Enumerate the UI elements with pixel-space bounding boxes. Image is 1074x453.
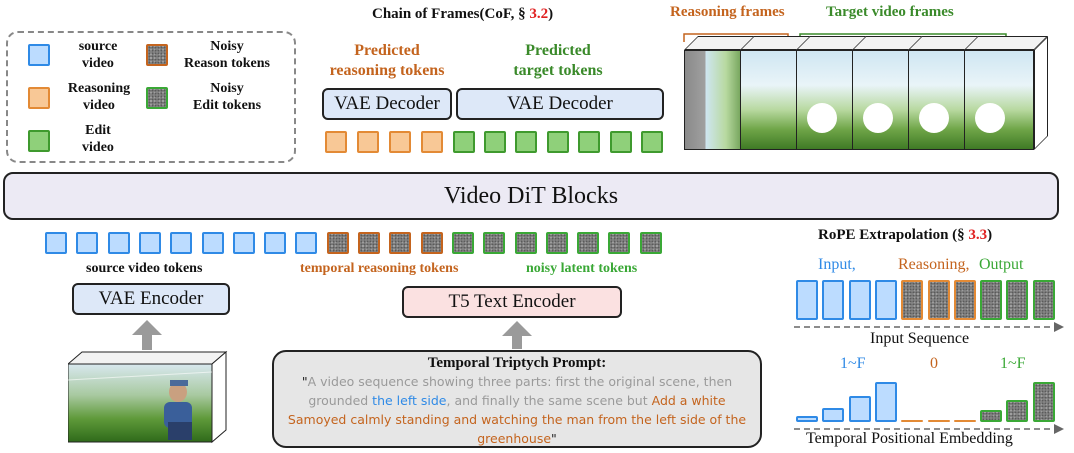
temporal-reasoning-token xyxy=(420,232,443,254)
rope-input-bar xyxy=(822,280,845,320)
source-video-token xyxy=(232,232,255,254)
temporal-reasoning-token xyxy=(358,232,380,254)
temporal-tokens-label: temporal reasoning tokens xyxy=(300,261,459,276)
prompt-box xyxy=(272,350,762,448)
samoyed-dog xyxy=(863,103,893,133)
temporal-pe-label: Temporal Positional Embedding xyxy=(806,430,1013,447)
cof-title: Chain of Frames(CoF, § 3.2) xyxy=(372,6,554,22)
pe-input-bar xyxy=(822,408,845,422)
source-video-token xyxy=(107,232,130,254)
predicted-target-token xyxy=(515,131,537,153)
rope-output-bar xyxy=(980,280,1003,320)
rope-output-label: Output xyxy=(979,256,1024,273)
predicted-reasoning-token xyxy=(325,131,347,153)
arrow-right-icon xyxy=(794,424,1064,434)
target-frames-label: Target video frames xyxy=(826,4,954,20)
predicted-target-token xyxy=(453,131,475,153)
rope-reasoning-bar xyxy=(953,280,976,320)
predicted-reasoning-label: Predicted reasoning tokens xyxy=(329,42,445,79)
rope-reasoning-bar xyxy=(901,280,924,320)
input-sequence-label: Input Sequence xyxy=(870,330,970,347)
pe-output-bar xyxy=(1006,400,1029,422)
predicted-reasoning-token xyxy=(421,131,443,153)
t5-text-encoder: T5 Text Encoder xyxy=(402,286,622,318)
vae-decoder-target: VAE Decoder xyxy=(456,88,664,120)
source-video-token xyxy=(76,232,99,254)
noisy-latent-token xyxy=(639,232,662,254)
samoyed-dog xyxy=(919,103,949,133)
predicted-target-label: Predicted target tokens xyxy=(513,42,603,79)
rope-input-bar xyxy=(796,280,818,320)
noisy-latent-token xyxy=(483,232,506,254)
rope-title: RoPE Extrapolation (§ 3.3) xyxy=(818,227,993,243)
arrow-up-icon xyxy=(132,320,162,350)
predicted-target-token xyxy=(578,131,600,153)
pe-label-input: 1~F xyxy=(840,355,866,372)
rope-input-label: Input, xyxy=(818,256,856,273)
legend-noisy-reason-swatch xyxy=(146,44,168,66)
temporal-reasoning-token xyxy=(389,232,412,254)
source-video-token xyxy=(138,232,161,254)
noisy-latent-token xyxy=(608,232,631,254)
noisy-latent-token xyxy=(545,232,568,254)
legend-reasoning-swatch xyxy=(28,87,50,109)
temporal-reasoning-token xyxy=(326,232,349,254)
legend-noisy-reason-label: Noisy Reason tokens xyxy=(184,39,270,71)
pe-input-bar xyxy=(848,396,871,422)
rope-input-bar xyxy=(848,280,871,320)
legend-noisy-edit-label: Noisy Edit tokens xyxy=(192,81,262,113)
vae-decoder-reasoning: VAE Decoder xyxy=(322,88,452,120)
legend-noisy-edit-swatch xyxy=(146,87,168,109)
samoyed-dog xyxy=(807,103,837,133)
rope-input-bar xyxy=(874,280,897,320)
noisy-latent-token xyxy=(577,232,600,254)
predicted-reasoning-token xyxy=(357,131,379,153)
pe-reasoning-bar xyxy=(901,420,924,422)
source-video-token xyxy=(201,232,224,254)
predicted-target-token xyxy=(641,131,663,153)
noisy-latent-token xyxy=(451,232,474,254)
source-video-token xyxy=(170,232,193,254)
pe-label-reasoning: 0 xyxy=(930,355,938,372)
pe-output-bar xyxy=(1032,382,1055,422)
prompt-heading: Temporal Triptych Prompt: xyxy=(427,355,607,371)
source-video-image xyxy=(68,350,228,444)
pe-input-bar xyxy=(874,382,897,422)
predicted-reasoning-token xyxy=(389,131,411,153)
source-video-token xyxy=(264,232,287,254)
legend-edit-label: Edit video xyxy=(82,123,114,155)
predicted-target-token xyxy=(484,131,506,153)
legend-edit-swatch xyxy=(28,130,50,152)
legend-source-label: source video xyxy=(78,39,118,71)
pe-label-output: 1~F xyxy=(1000,355,1026,372)
video-dit-blocks: Video DiT Blocks xyxy=(3,172,1059,220)
predicted-target-token xyxy=(547,131,569,153)
reasoning-frames-label: Reasoning frames xyxy=(670,4,785,20)
pe-output-bar xyxy=(980,410,1003,422)
source-tokens-label: source video tokens xyxy=(86,261,203,276)
rope-reasoning-bar xyxy=(927,280,950,320)
arrow-right-icon xyxy=(794,322,1064,332)
rope-output-bar xyxy=(1006,280,1029,320)
rope-reasoning-label: Reasoning, xyxy=(898,256,970,273)
source-video-token xyxy=(45,232,67,254)
legend xyxy=(6,31,296,163)
noisy-latent-label: noisy latent tokens xyxy=(526,261,638,276)
rope-output-bar xyxy=(1032,280,1055,320)
vae-encoder: VAE Encoder xyxy=(72,283,230,315)
prompt-text: "A video sequence showing three parts: f… xyxy=(287,374,747,446)
legend-reasoning-label: Reasoning video xyxy=(67,81,131,113)
target-frame xyxy=(964,50,1034,150)
pe-input-bar xyxy=(796,416,818,422)
predicted-target-token xyxy=(610,131,632,153)
source-video-token xyxy=(295,232,318,254)
frame-side-face xyxy=(1034,36,1048,150)
samoyed-dog xyxy=(975,103,1005,133)
arrow-up-icon xyxy=(502,321,532,349)
noisy-latent-token xyxy=(514,232,537,254)
pe-reasoning-bar xyxy=(927,420,950,422)
pe-reasoning-bar xyxy=(953,420,976,422)
legend-source-swatch xyxy=(28,44,50,66)
